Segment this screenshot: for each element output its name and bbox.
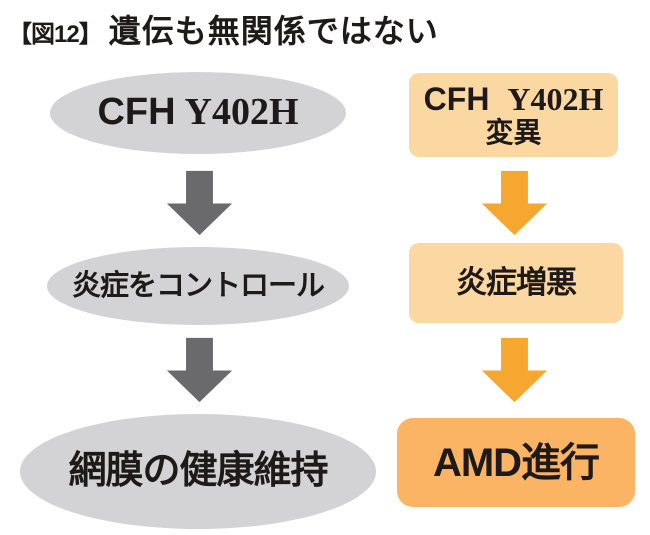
node-cfh-y402h-mutation: CFH Y402H 変異 — [409, 73, 618, 157]
node-retina-health: 網膜の健康維持 — [20, 414, 376, 529]
gene-line: CFH Y402H — [423, 80, 604, 117]
node-cfh-y402h: CFH Y402H — [50, 72, 346, 154]
mutation-label: 変異 — [485, 117, 542, 149]
gene-label: CFH — [97, 91, 176, 134]
node-amd-progression: AMD進行 — [397, 418, 635, 507]
down-arrow-icon — [166, 170, 233, 236]
variant-label: Y402H — [507, 80, 604, 117]
node-label: 炎症をコントロール — [71, 269, 325, 302]
down-arrow-icon — [481, 337, 548, 403]
node-inflammation-worsening: 炎症増悪 — [409, 243, 623, 323]
node-inflammation-control: 炎症をコントロール — [47, 247, 349, 325]
figure-number-tag: 【図12】 — [8, 21, 103, 48]
figure-title: 【図12】 遺伝も無関係ではない — [8, 6, 439, 52]
down-arrow-icon — [481, 170, 548, 236]
node-label: 網膜の健康維持 — [68, 449, 328, 492]
variant-label: Y402H — [184, 91, 299, 134]
node-label: 炎症増悪 — [456, 264, 577, 300]
down-arrow-icon — [166, 337, 233, 403]
figure-title-text: 遺伝も無関係ではない — [108, 13, 439, 49]
node-label: AMD進行 — [432, 440, 600, 485]
gene-label: CFH — [423, 80, 490, 117]
